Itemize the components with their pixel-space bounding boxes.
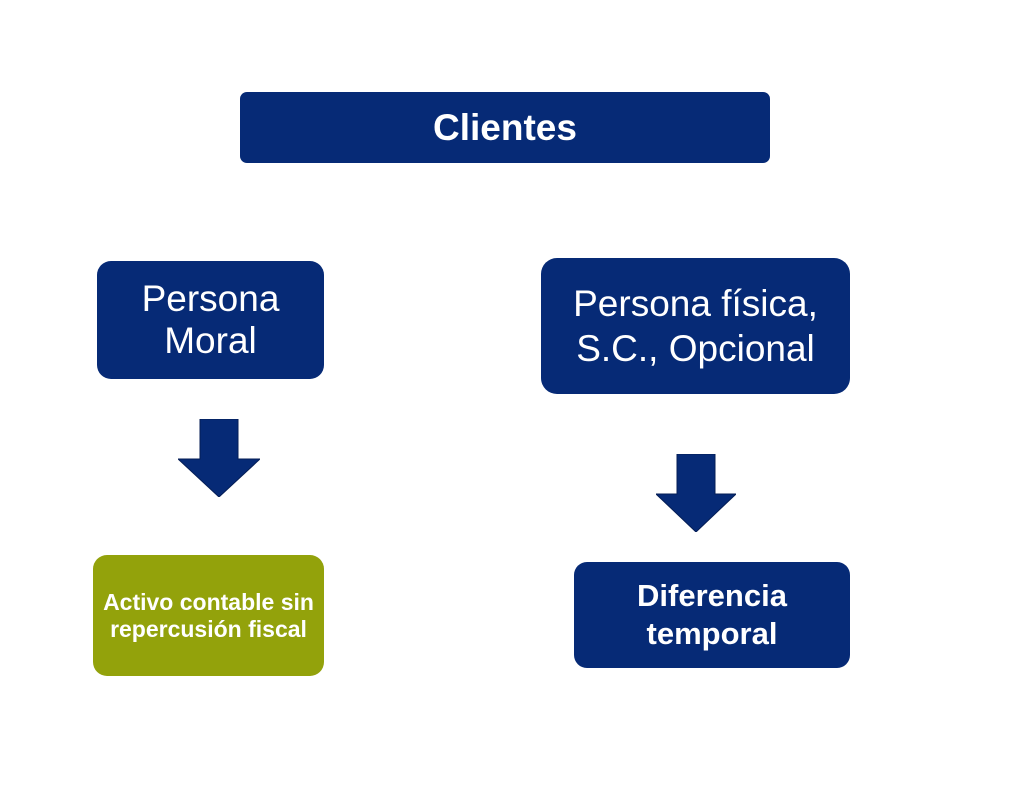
activo-contable-label: Activo contable sin repercusión fiscal (103, 588, 314, 642)
down-arrow-left-icon (178, 419, 260, 497)
persona-fisica-label: Persona física, S.C., Opcional (573, 283, 818, 369)
down-arrow-right-icon (656, 454, 736, 532)
persona-fisica-box: Persona física, S.C., Opcional (541, 258, 850, 394)
activo-contable-box: Activo contable sin repercusión fiscal (93, 555, 324, 676)
diferencia-temporal-box: Diferencia temporal (574, 562, 850, 668)
clientes-title-box: Clientes (240, 92, 770, 163)
persona-moral-box: Persona Moral (97, 261, 324, 379)
persona-moral-label: Persona Moral (141, 278, 280, 361)
diferencia-temporal-label: Diferencia temporal (637, 578, 787, 651)
clientes-title-label: Clientes (433, 106, 577, 148)
